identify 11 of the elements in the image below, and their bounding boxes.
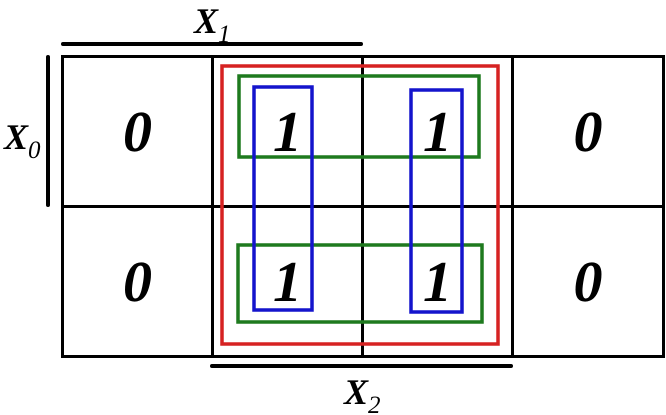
cell-value: 1: [423, 102, 452, 160]
variable-label: X$_{0}$: [2, 119, 42, 163]
cell-value: 1: [273, 102, 302, 160]
variable-label: X$_{2}$: [342, 374, 382, 415]
cell-value: 0: [574, 102, 602, 160]
cell-value: 1: [273, 252, 302, 310]
cell-value: 1: [423, 252, 452, 310]
cell-value: 0: [123, 102, 152, 160]
cell-value: 0: [123, 252, 152, 310]
cell-value: 0: [574, 252, 602, 310]
variable-label: X$_{1}$: [192, 3, 232, 47]
